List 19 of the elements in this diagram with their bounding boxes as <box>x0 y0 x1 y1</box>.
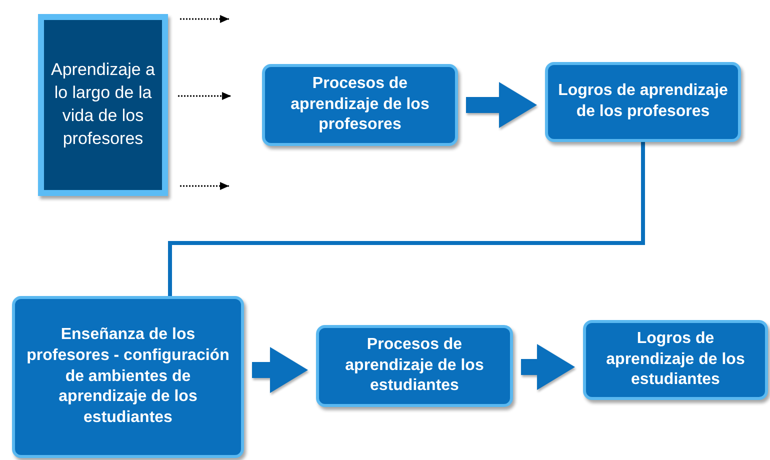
node-text: Procesos de aprendizaje de los profesores <box>290 74 430 136</box>
node-text: Aprendizaje a lo largo de la vida de los profesores <box>50 59 156 150</box>
process-box <box>316 325 513 407</box>
process-box <box>545 62 741 142</box>
dotted-arrow <box>180 182 229 190</box>
block-arrow <box>521 344 575 390</box>
connector-line <box>168 142 645 296</box>
process-box <box>583 320 768 400</box>
info-box <box>38 14 168 196</box>
process-box <box>262 64 458 146</box>
process-box <box>12 296 244 458</box>
node-text: Procesos de aprendizaje de los estudiantes <box>344 334 485 396</box>
dotted-arrow <box>180 15 229 23</box>
node-text: Logros de aprendizaje de los profesores <box>557 81 729 122</box>
block-arrow <box>466 82 537 128</box>
block-arrow <box>252 347 308 393</box>
dotted-arrow <box>178 92 231 100</box>
node-text: Logros de aprendizaje de los estudiantes <box>605 328 746 390</box>
node-text: Enseñanza de los profesores - configuración de ambientes de aprendizaje de los estudiantes <box>26 325 230 428</box>
